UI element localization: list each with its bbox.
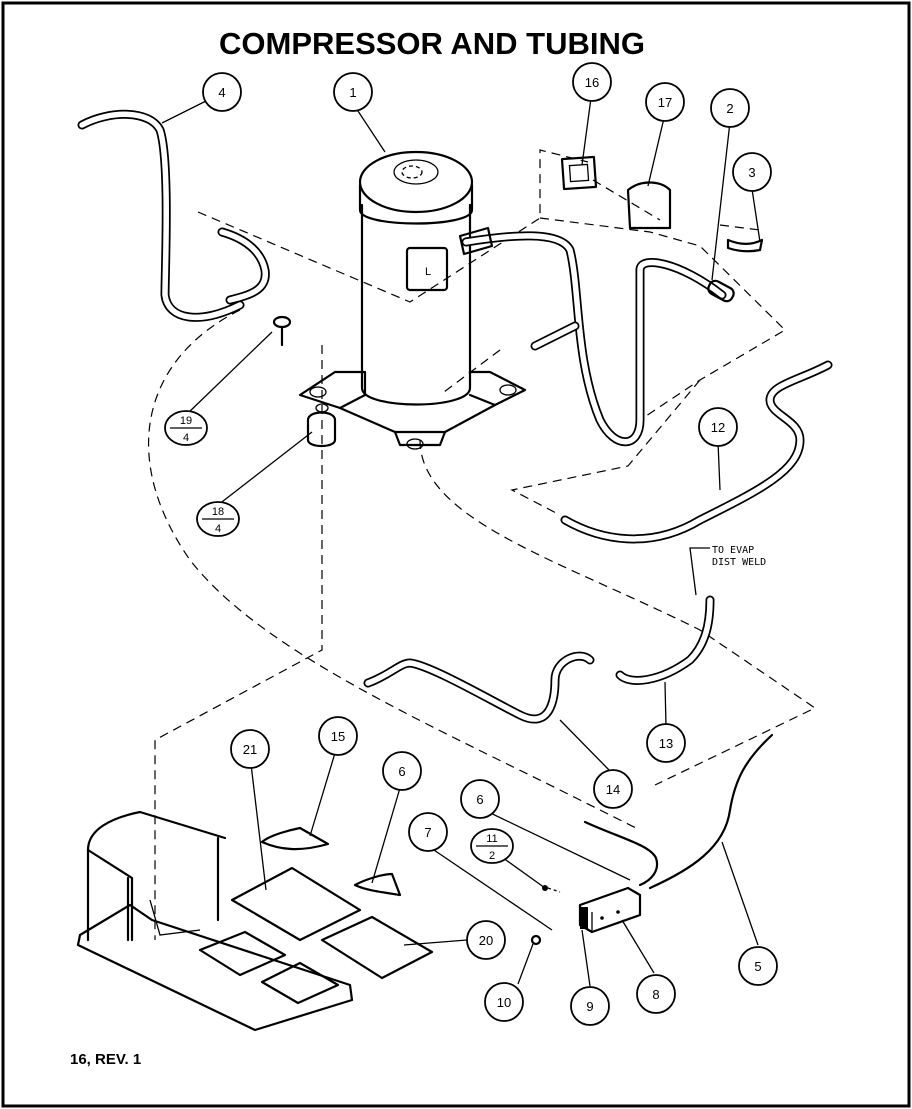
part-3-clip <box>726 238 764 253</box>
svg-text:11: 11 <box>486 833 497 845</box>
compressor: L <box>298 150 527 450</box>
callout-4: 4 <box>202 72 242 112</box>
svg-text:6: 6 <box>476 792 483 807</box>
part-17-terminal-cover <box>626 181 672 230</box>
callout-9: 9 <box>570 986 610 1026</box>
callout-5: 5 <box>738 946 778 986</box>
callout-15: 15 <box>318 716 358 756</box>
svg-text:15: 15 <box>331 729 345 744</box>
svg-text:8: 8 <box>652 987 659 1002</box>
callout-6-upper: 6 <box>382 751 422 791</box>
part-18-grommet <box>306 403 337 448</box>
callout-10: 10 <box>484 982 524 1022</box>
svg-text:2: 2 <box>489 850 495 862</box>
part-20-panel <box>320 915 434 980</box>
svg-text:12: 12 <box>711 420 725 435</box>
svg-text:3: 3 <box>748 165 755 180</box>
callout-21: 21 <box>230 729 270 769</box>
part-8-bracket <box>530 885 642 946</box>
leader-lines <box>161 97 761 987</box>
svg-text:10: 10 <box>497 995 511 1010</box>
assembly-dashed-lines <box>148 149 817 940</box>
revision-label: 16, REV. 1 <box>70 1051 141 1068</box>
callout-3: 3 <box>732 152 772 192</box>
tube-part-12 <box>560 360 833 544</box>
callout-1: 1 <box>333 72 373 112</box>
note-line-2: DIST WELD <box>712 557 766 568</box>
svg-text:14: 14 <box>606 782 620 797</box>
callout-11-over-2: 11 2 <box>470 828 514 864</box>
svg-text:4: 4 <box>215 523 221 535</box>
callout-13: 13 <box>646 723 686 763</box>
callout-18-over-4: 18 4 <box>196 501 240 537</box>
tube-part-13 <box>615 547 715 685</box>
svg-text:19: 19 <box>180 415 192 427</box>
part-6-wedge <box>353 872 402 897</box>
part-15-wedge <box>260 826 330 851</box>
svg-text:4: 4 <box>183 432 189 444</box>
part-21-panel <box>230 866 362 942</box>
part-19-bolt <box>272 315 292 347</box>
callout-8: 8 <box>636 974 676 1014</box>
tube-part-14 <box>363 651 595 724</box>
callout-2: 2 <box>710 88 750 128</box>
note-line-1: TO EVAP <box>712 545 754 556</box>
tube-part-2 <box>458 226 735 447</box>
svg-text:9: 9 <box>586 999 593 1014</box>
callout-20: 20 <box>466 920 506 960</box>
svg-text:20: 20 <box>479 933 493 948</box>
svg-text:18: 18 <box>212 506 224 518</box>
svg-text:16: 16 <box>585 75 599 90</box>
base-pan <box>76 810 354 1032</box>
svg-text:1: 1 <box>349 85 356 100</box>
svg-text:4: 4 <box>218 85 225 100</box>
page-title: COMPRESSOR AND TUBING <box>219 26 645 61</box>
callout-6-lower: 6 <box>460 779 500 819</box>
callout-bubbles: 4 1 16 17 2 3 12 13 14 15 21 6 6 7 20 10… <box>164 62 778 1026</box>
tube-part-5 <box>583 733 774 890</box>
callout-17: 17 <box>645 82 685 122</box>
tube-part-4 <box>77 109 270 322</box>
svg-text:13: 13 <box>659 736 673 751</box>
callout-7: 7 <box>408 812 448 852</box>
svg-text:2: 2 <box>726 101 733 116</box>
callout-16: 16 <box>572 62 612 102</box>
svg-text:17: 17 <box>658 95 672 110</box>
part-16-gasket <box>560 155 598 191</box>
callout-14: 14 <box>593 769 633 809</box>
svg-text:6: 6 <box>398 764 405 779</box>
svg-text:5: 5 <box>754 959 761 974</box>
callout-12: 12 <box>698 407 738 447</box>
callout-19-over-4: 19 4 <box>164 410 208 446</box>
compressor-badge: L <box>425 266 431 278</box>
svg-text:7: 7 <box>424 825 431 840</box>
svg-text:21: 21 <box>243 742 257 757</box>
